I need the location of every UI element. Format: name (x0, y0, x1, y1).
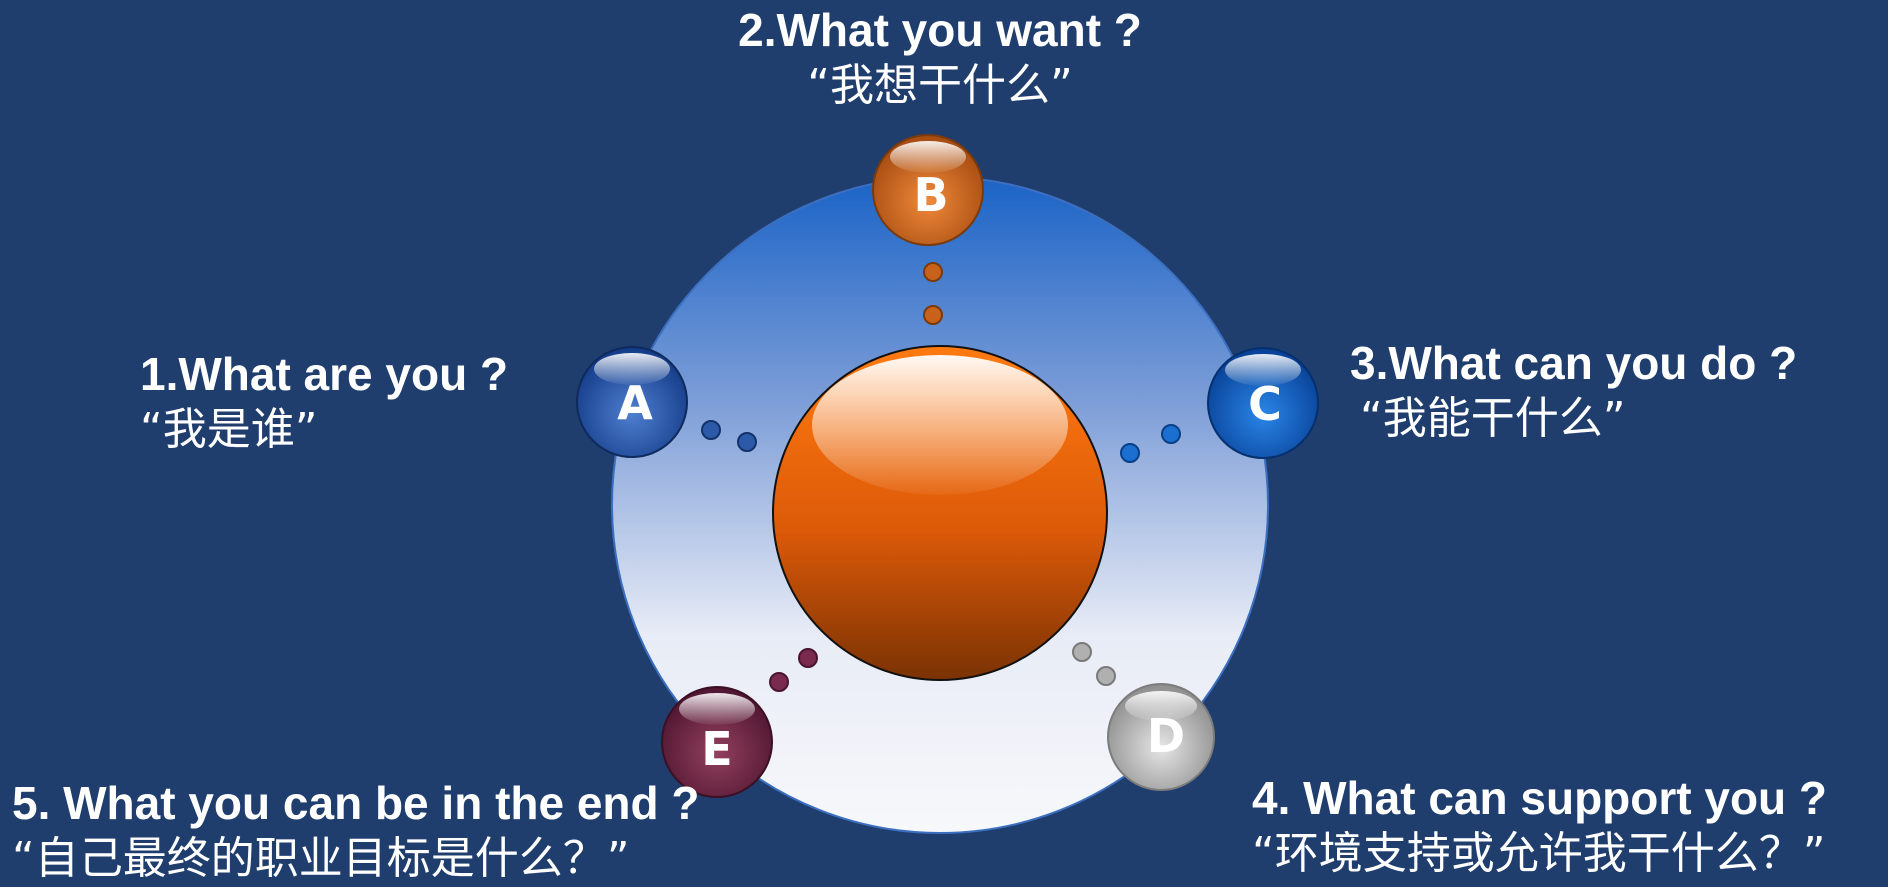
label-e-question: 5. What you can be in the end ? (12, 777, 700, 829)
label-b-question: 2.What you want ? (738, 4, 1142, 56)
connector-dots-e (769, 648, 818, 692)
label-a-question: 1.What are you ? (140, 348, 509, 400)
label-c-chinese: “我能干什么” (1360, 393, 1626, 444)
label-d-question: 4. What can support you ? (1252, 772, 1828, 824)
label-c-question: 3.What can you do ? (1350, 337, 1798, 389)
label-d-chinese: “环境支持或允许我干什么？” (1252, 828, 1826, 879)
label-e-chinese: “自己最终的职业目标是什么？” (12, 833, 630, 884)
connector-dots-a (701, 420, 757, 452)
node-b-letter: B (913, 168, 948, 222)
connector-dots-c (1120, 424, 1181, 463)
label-a: 1.What are you ? “我是谁” (140, 346, 508, 458)
node-e-letter: E (701, 722, 732, 776)
node-d-letter: D (1147, 709, 1185, 763)
label-d: 4. What can support you ? “环境支持或允许我干什么？” (1252, 770, 1827, 882)
center-sphere (772, 345, 1108, 681)
connector-dots-b (923, 262, 943, 325)
node-d: D (1107, 683, 1215, 791)
node-a: A (576, 346, 688, 458)
node-c: C (1207, 347, 1319, 459)
node-a-letter: A (617, 376, 653, 430)
connector-dots-d (1072, 642, 1116, 686)
label-c: 3.What can you do ? “我能干什么” (1350, 335, 1797, 447)
label-b: 2.What you want ? “我想干什么” (660, 2, 1220, 114)
label-b-chinese: “我想干什么” (807, 60, 1073, 111)
label-e: 5. What you can be in the end ? “自己最终的职业… (12, 775, 700, 887)
label-a-chinese: “我是谁” (140, 404, 318, 455)
node-e: E (661, 686, 773, 798)
node-c-letter: C (1248, 377, 1282, 431)
node-b: B (872, 134, 984, 246)
